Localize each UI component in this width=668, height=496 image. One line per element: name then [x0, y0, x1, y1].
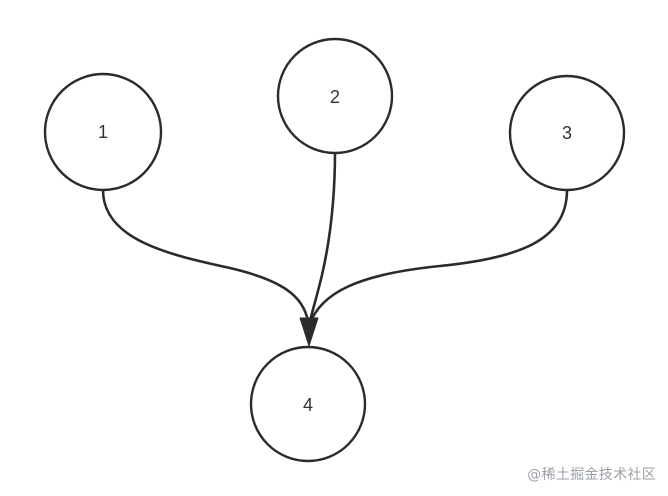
node-3-circle [508, 74, 626, 192]
node-3: 3 [508, 74, 626, 192]
node-4-circle [249, 345, 367, 463]
edge-3-to-4 [307, 188, 569, 328]
edge-1-to-4 [101, 188, 311, 328]
node-4-label: 4 [303, 395, 313, 415]
edges-group [101, 150, 569, 347]
node-3-label: 3 [562, 123, 572, 143]
arrowhead [299, 317, 319, 347]
node-2-circle [276, 37, 394, 155]
edge-2-to-4 [307, 150, 337, 328]
node-1-label: 1 [98, 122, 108, 142]
node-1-circle [43, 72, 163, 192]
node-4: 4 [249, 345, 367, 463]
node-2: 2 [276, 37, 394, 155]
node-2-label: 2 [330, 87, 340, 107]
node-1: 1 [43, 72, 163, 192]
watermark: @稀土掘金技术社区 [527, 467, 656, 483]
